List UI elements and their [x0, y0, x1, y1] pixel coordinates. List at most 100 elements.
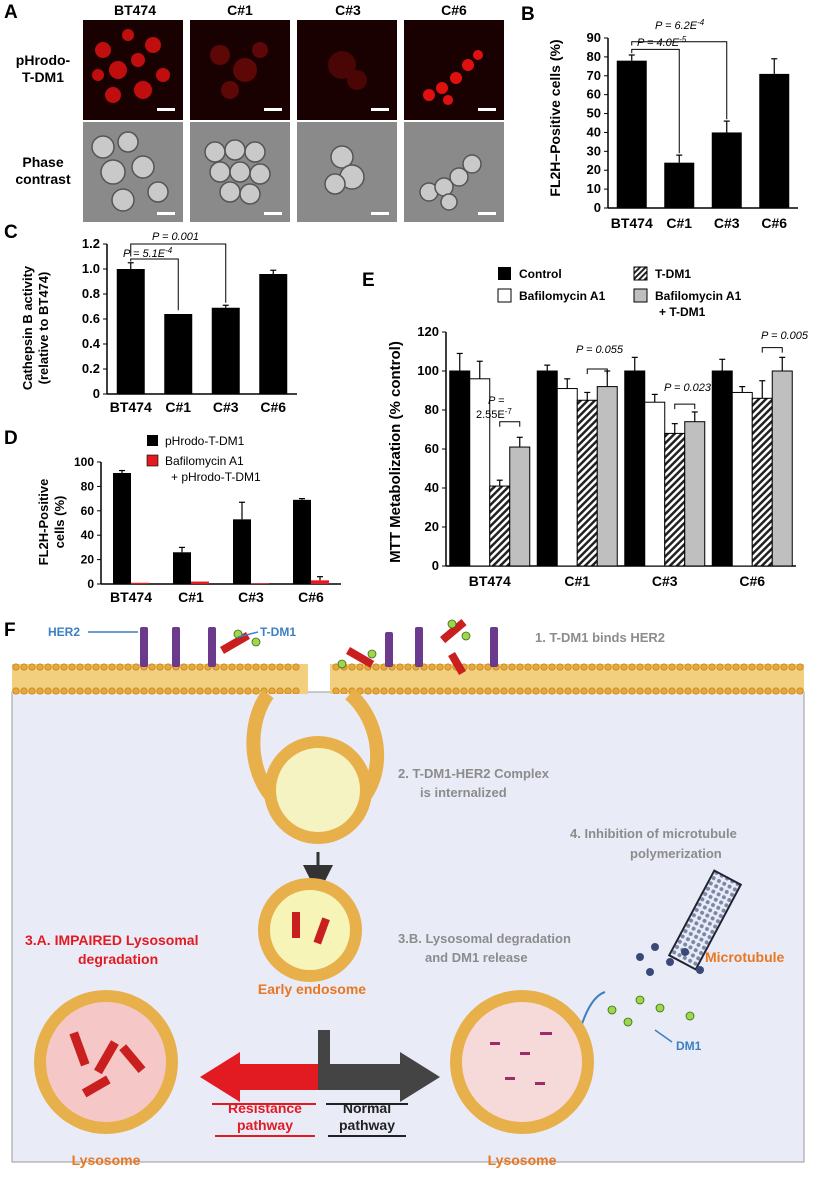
y-tick-label: 60	[81, 504, 95, 518]
lipid-head	[796, 663, 804, 671]
label-lysosome-left: Lysosome	[72, 1152, 141, 1168]
legend-swatch-control	[498, 267, 511, 280]
category-label: C#6	[761, 215, 787, 231]
label-lysosome-right: Lysosome	[488, 1152, 557, 1168]
panel-b-chart: FL2H–Positive cells (%) 0102030405060708…	[547, 18, 798, 231]
lipid-head	[76, 663, 84, 671]
lipid-head	[396, 663, 404, 671]
p-bracket-1	[631, 41, 728, 120]
legend-label-phrodo: pHrodo-T-DM1	[165, 434, 245, 448]
category-label: BT474	[611, 215, 653, 231]
panel-c-p1: P = 0.001	[152, 231, 199, 243]
lipid-head	[740, 687, 748, 695]
lipid-head	[684, 687, 692, 695]
y-tick-label: 40	[81, 528, 95, 542]
tdm1-antibodies	[220, 619, 467, 676]
tdm1-pointer	[237, 631, 259, 638]
lipid-head	[428, 663, 436, 671]
phase-image-c3	[297, 122, 397, 222]
lipid-head	[84, 687, 92, 695]
lipid-head	[340, 687, 348, 695]
normal-pathway-arrow	[318, 1030, 440, 1102]
p-bracket-bt474	[499, 421, 521, 427]
bar	[731, 391, 753, 567]
lipid-head	[36, 663, 44, 671]
lipid-head	[252, 687, 260, 695]
lipid-head	[52, 687, 60, 695]
p-bracket-c1	[586, 368, 608, 375]
panel-b-letter: B	[521, 4, 535, 25]
panel-d-legend: pHrodo-T-DM1 Bafilomycin A1 + pHrodo-T-D…	[146, 434, 261, 484]
lipid-head	[204, 687, 212, 695]
lipid-head	[788, 663, 796, 671]
step4-text-1: 4. Inhibition of microtubule	[570, 826, 737, 841]
lipid-head	[468, 687, 476, 695]
y-tick-label: 80	[81, 479, 95, 493]
lipid-head	[436, 663, 444, 671]
panel-a-col-c1: C#1	[227, 2, 253, 18]
lipid-head	[468, 663, 476, 671]
y-tick-label: 0.6	[82, 311, 100, 326]
legend-label-bafilomycin-2: + pHrodo-T-DM1	[171, 470, 261, 484]
panel-c-letter: C	[4, 222, 18, 243]
panel-c-ylabel-1: Cathepsin B activity	[20, 265, 35, 390]
panel-e-pvalues: P = 2.55E-7 P = 0.055 P = 0.023 P = 0.00…	[476, 330, 808, 421]
lipid-head	[580, 687, 588, 695]
lipid-head	[516, 687, 524, 695]
fluor-image-c3	[297, 20, 397, 120]
step2-text-1: 2. T-DM1-HER2 Complex	[398, 766, 550, 781]
panel-e-legend: Control Bafilomycin A1 T-DM1 Bafilomycin…	[497, 266, 742, 319]
panel-d-ylabel-1: FL2H-Positive	[36, 479, 51, 566]
lipid-head	[652, 687, 660, 695]
lipid-head	[148, 663, 156, 671]
lipid-head	[196, 663, 204, 671]
lipid-head	[524, 663, 532, 671]
lipid-head	[212, 687, 220, 695]
lipid-head	[604, 663, 612, 671]
label-her2: HER2	[48, 625, 80, 639]
lipid-head	[292, 687, 300, 695]
legend-label-combo-1: Bafilomycin A1	[655, 289, 742, 303]
legend-label-bafilomycin-1: Bafilomycin A1	[165, 454, 244, 468]
bar	[536, 370, 558, 567]
panel-d-letter: D	[4, 428, 18, 449]
label-microtubule: Microtubule	[705, 949, 785, 965]
lipid-head	[188, 663, 196, 671]
legend-swatch-phrodo	[147, 435, 158, 446]
lipid-head	[724, 687, 732, 695]
lipid-head	[764, 663, 772, 671]
lipid-head	[796, 687, 804, 695]
category-label: C#6	[260, 399, 286, 415]
label-early-endosome: Early endosome	[258, 981, 366, 997]
lipid-head	[636, 663, 644, 671]
lipid-head	[236, 687, 244, 695]
lipid-head	[500, 687, 508, 695]
panel-a-col-bt474: BT474	[113, 2, 157, 18]
lipid-head	[52, 663, 60, 671]
lipid-head	[516, 663, 524, 671]
y-tick-label: 60	[587, 87, 601, 102]
drug-particles-top	[233, 619, 471, 669]
panel-c-p2-exp: -4	[165, 246, 173, 255]
lipid-head	[92, 663, 100, 671]
lipid-head	[348, 663, 356, 671]
lipid-head	[716, 663, 724, 671]
fluor-image-c6	[404, 20, 504, 120]
dm1-pointer	[654, 1029, 673, 1043]
lipid-head	[188, 687, 196, 695]
lipid-head	[652, 663, 660, 671]
panel-a-col-c6: C#6	[441, 2, 467, 18]
lipid-head	[548, 687, 556, 695]
plasma-membrane	[12, 663, 804, 695]
tubulin-fragments	[636, 943, 704, 976]
lipid-head	[572, 663, 580, 671]
lipid-head	[108, 663, 116, 671]
legend-swatch-bafilomycin	[497, 288, 512, 303]
lipid-head	[532, 687, 540, 695]
internalized-vesicle	[264, 736, 372, 844]
label-tdm1: T-DM1	[260, 625, 296, 639]
panel-c-chart: Cathepsin B activity (relative to BT474)…	[20, 231, 297, 415]
lipid-head	[564, 663, 572, 671]
lipid-head	[260, 663, 268, 671]
lipid-head	[772, 663, 780, 671]
